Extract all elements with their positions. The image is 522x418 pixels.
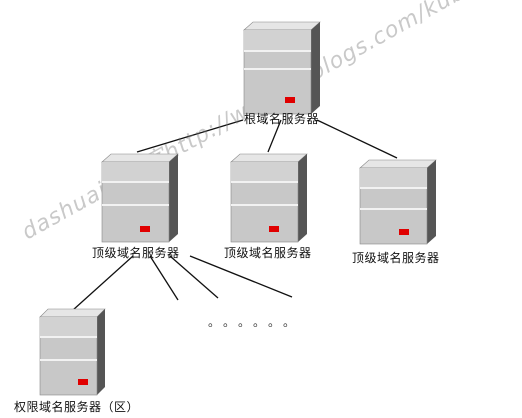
link-tld1-authoritative xyxy=(72,255,134,311)
tld-server-2-icon xyxy=(228,150,312,250)
tld-server-1-label: 顶级域名服务器 xyxy=(92,246,180,260)
authoritative-server-label: 权限域名服务器（区） xyxy=(14,400,140,414)
tld-server-3-icon xyxy=(357,156,441,256)
root-server-label: 根域名服务器 xyxy=(244,112,320,126)
link-tld1-child3 xyxy=(169,255,219,299)
link-root-tld3 xyxy=(316,119,398,159)
link-tld1-child2 xyxy=(149,255,179,301)
authoritative-server-icon xyxy=(37,305,121,405)
link-root-tld2 xyxy=(267,119,282,153)
link-root-tld1 xyxy=(136,119,244,153)
tld-server-1-icon xyxy=(99,150,183,250)
link-tld1-child4 xyxy=(189,255,293,298)
root-server-icon xyxy=(241,18,325,118)
more-servers-ellipsis: 。。。。。。 xyxy=(208,315,305,329)
tld-server-2-label: 顶级域名服务器 xyxy=(224,246,312,260)
tld-server-3-label: 顶级域名服务器 xyxy=(352,251,440,265)
